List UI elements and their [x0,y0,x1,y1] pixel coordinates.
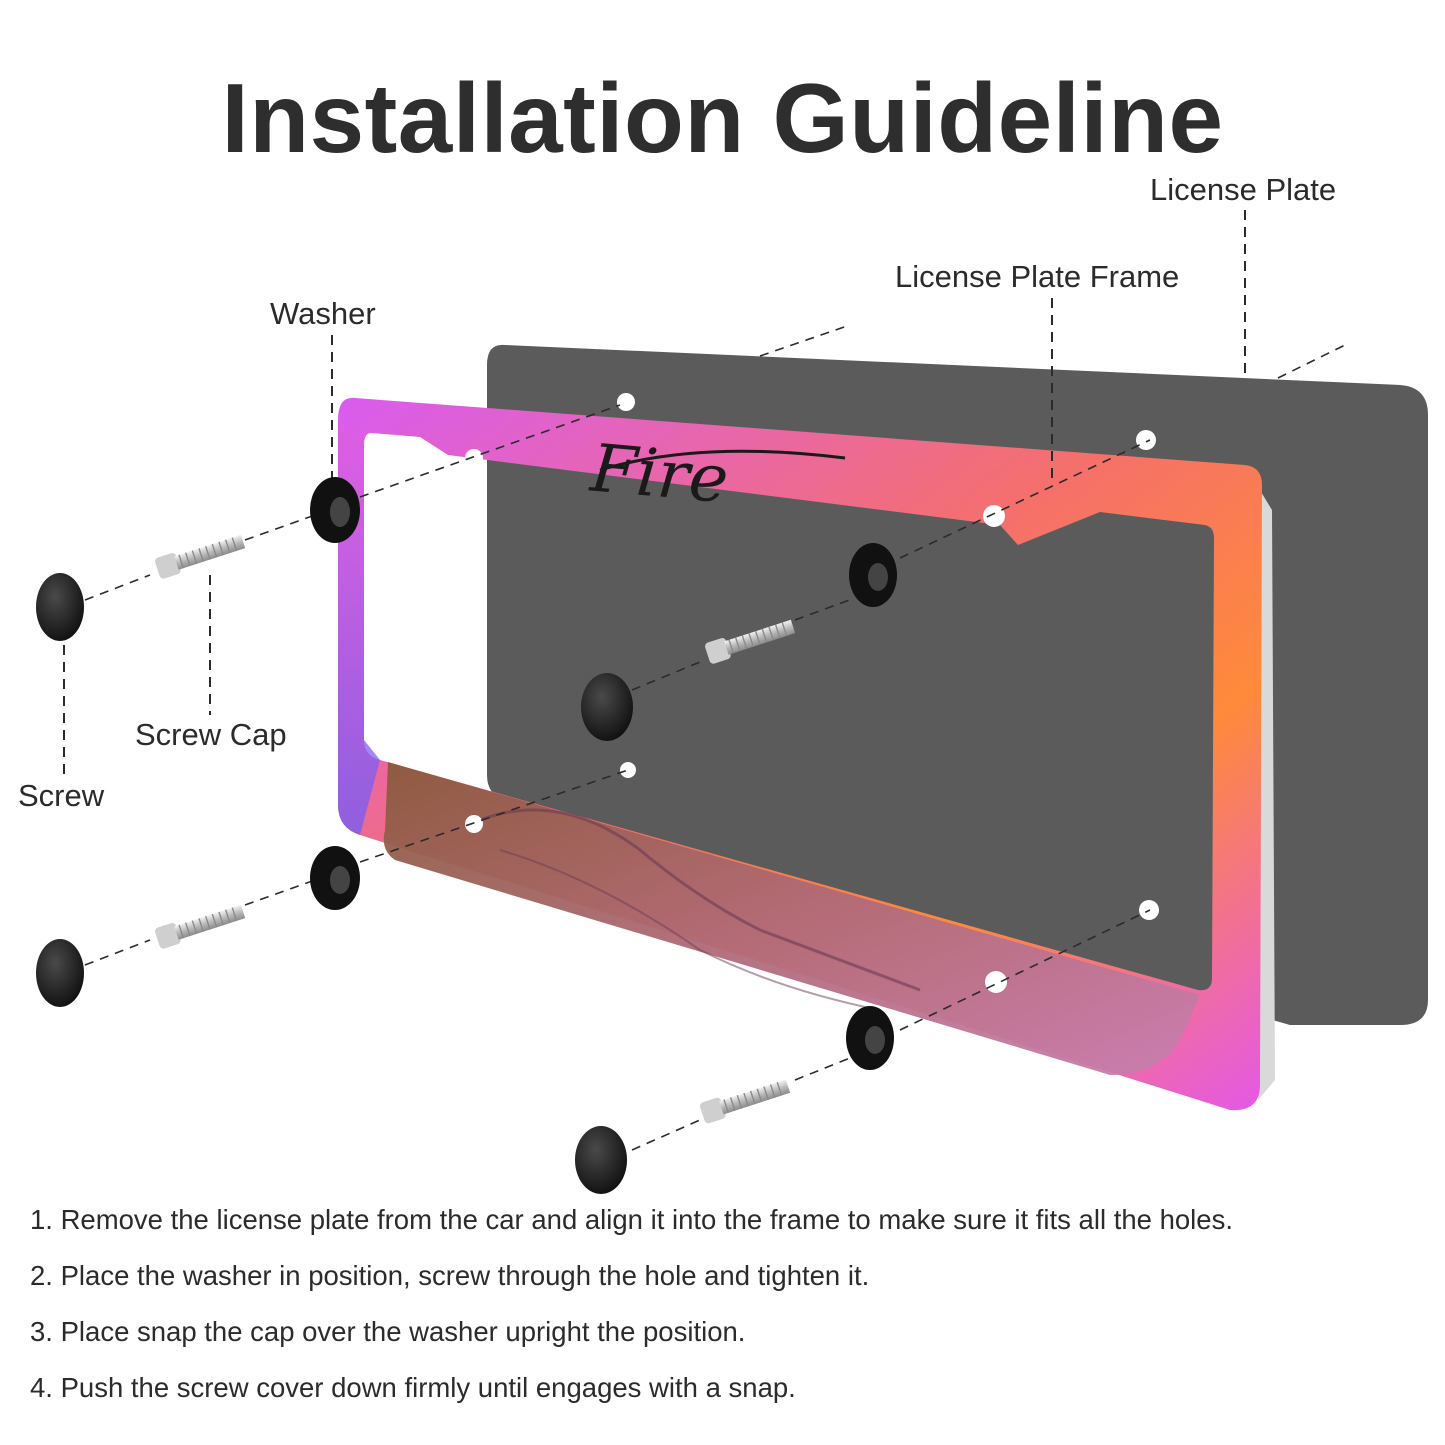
hardware-set-bottom-right [575,1006,894,1194]
callout-lines [63,210,1246,775]
screw-cap [36,573,84,641]
screw [705,619,796,664]
label-license-plate-frame: License Plate Frame [895,259,1180,294]
page-title: Installation Guideline [221,63,1224,173]
frame-logo: Fire [587,430,732,519]
screw [155,534,246,579]
label-screw: Screw [18,778,105,813]
screw [700,1079,791,1124]
label-washer: Washer [270,296,376,331]
hardware-set-top-left [36,477,360,641]
hardware-set-top-right [581,543,897,741]
frame-artwork [383,762,1200,1075]
step-item: 3. Place snap the cap over the washer up… [30,1316,746,1347]
washer [310,846,360,910]
washer [849,543,897,607]
frame-hole [465,815,483,833]
installation-steps: 1. Remove the license plate from the car… [30,1200,1233,1424]
screw-cap [575,1126,627,1194]
screw-cap [36,939,84,1007]
step-item: 1. Remove the license plate from the car… [30,1204,1233,1235]
screw-cap [581,673,633,741]
frame-hole [983,505,1005,527]
plate-hole [1136,430,1156,450]
frame-hole [985,971,1007,993]
hardware-set-bottom-left [36,846,360,1007]
plate-hole [620,762,636,778]
step-item: 2. Place the washer in position, screw t… [30,1260,870,1291]
screw [155,904,246,949]
step-item: 4. Push the screw cover down firmly unti… [30,1372,796,1403]
label-license-plate: License Plate [1150,172,1337,207]
label-screw-cap: Screw Cap [135,717,287,752]
frame-hole [465,449,483,467]
license-plate-frame: Fire [338,397,1262,1111]
washer [846,1006,894,1070]
washer [310,477,360,543]
plate-hole [617,393,635,411]
assembly-guide-lines [84,324,1346,1151]
